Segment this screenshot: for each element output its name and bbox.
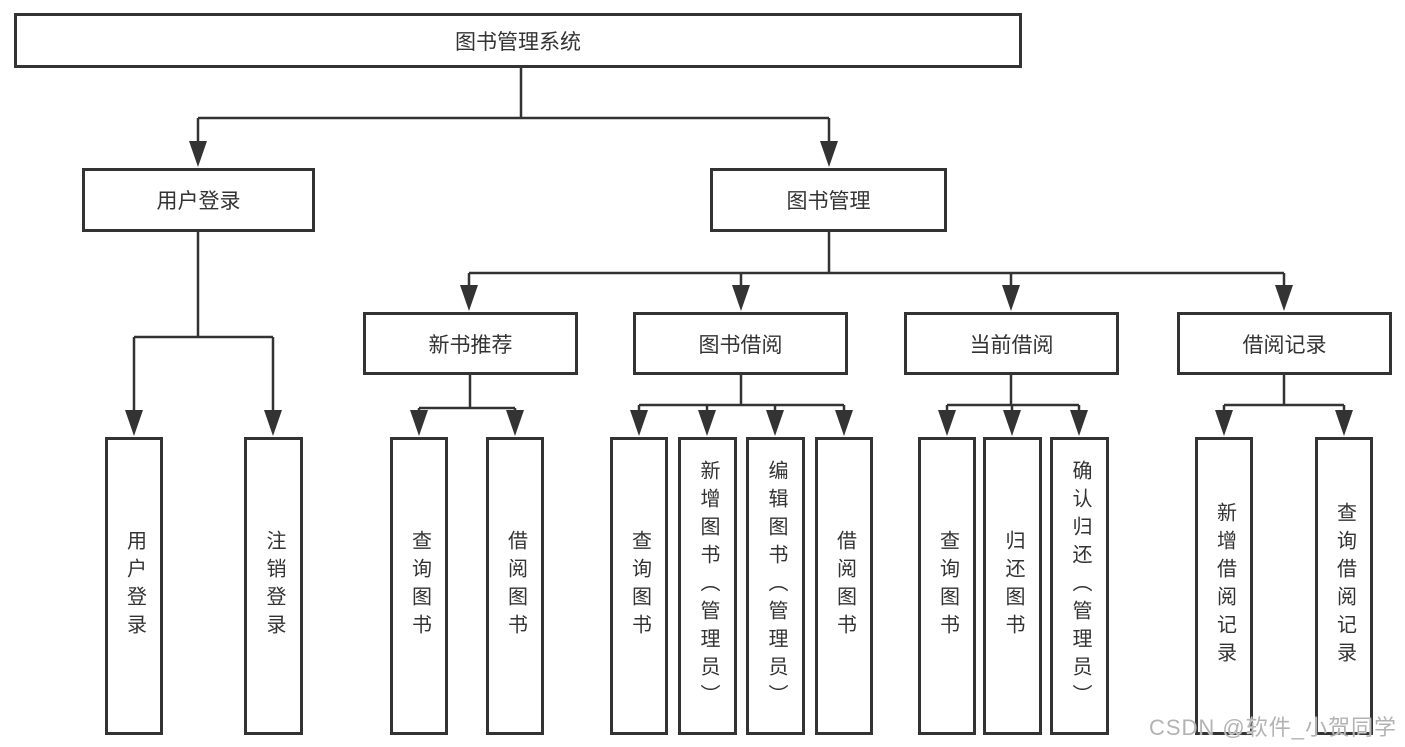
arrowhead — [460, 285, 478, 311]
leaf-query-books-recommend: 查询图书 — [390, 437, 448, 735]
leaf-query-borrow-record: 查询借阅记录 — [1315, 437, 1373, 735]
leaf-borrow-books-label: 借阅图书 — [833, 530, 856, 642]
connector-current-borrow-to-leaves — [945, 375, 1081, 414]
arrowhead — [506, 410, 524, 436]
leaf-query-books-recommend-label: 查询图书 — [408, 530, 431, 642]
leaf-add-book-admin: 新增图书（管理员） — [678, 437, 737, 735]
connector-root-to-level2 — [196, 68, 831, 144]
arrowhead — [1070, 410, 1088, 436]
leaf-query-books-borrow: 查询图书 — [610, 437, 668, 735]
leaf-logout-label: 注销登录 — [263, 530, 285, 642]
leaf-borrow-books: 借阅图书 — [815, 437, 873, 735]
node-new-book-recommend-label: 新书推荐 — [428, 333, 513, 357]
arrowhead — [835, 410, 853, 436]
csdn-watermark: CSDN @软件_小贺同学 — [1148, 715, 1397, 740]
node-borrow-records-label: 借阅记录 — [1242, 333, 1327, 357]
node-book-borrow: 图书借阅 — [633, 312, 848, 375]
leaf-borrow-books-recommend: 借阅图书 — [486, 437, 544, 735]
node-new-book-recommend: 新书推荐 — [363, 312, 578, 375]
arrowhead — [1215, 410, 1233, 436]
connector-borrow-records-to-leaves — [1222, 375, 1346, 414]
arrowhead — [820, 141, 838, 167]
leaf-logout: 注销登录 — [244, 437, 303, 735]
leaf-query-books-current: 查询图书 — [918, 437, 976, 735]
node-library-system: 图书管理系统 — [14, 13, 1022, 68]
arrowhead — [189, 141, 207, 167]
connector-new-book-rec-to-leaves — [417, 375, 517, 414]
connector-book-management-to-level3 — [467, 232, 1286, 289]
node-user-login-label: 用户登录 — [156, 190, 241, 213]
leaf-query-borrow-record-label: 查询借阅记录 — [1333, 502, 1356, 670]
arrowhead — [410, 410, 428, 436]
connector-book-borrow-to-leaves — [637, 375, 846, 414]
leaf-edit-book-admin-label: 编辑图书（管理员） — [765, 460, 787, 712]
leaf-borrow-books-recommend-label: 借阅图书 — [504, 530, 527, 642]
node-library-system-label: 图书管理系统 — [455, 30, 581, 54]
leaf-confirm-return-admin-label: 确认归还（管理员） — [1069, 460, 1091, 712]
node-book-management: 图书管理 — [710, 168, 947, 232]
leaf-query-books-borrow-label: 查询图书 — [628, 530, 651, 642]
leaf-user-login-label: 用户登录 — [123, 530, 146, 642]
arrowhead — [125, 410, 143, 436]
arrowhead — [1003, 410, 1021, 436]
leaf-return-book-label: 归还图书 — [1002, 530, 1024, 642]
leaf-add-book-admin-label: 新增图书（管理员） — [697, 460, 719, 712]
arrowhead — [1335, 410, 1353, 436]
arrowhead — [1002, 285, 1020, 311]
connector-user-login-to-leaves — [132, 232, 275, 414]
arrowhead — [938, 410, 956, 436]
node-user-login: 用户登录 — [82, 168, 315, 232]
leaf-edit-book-admin: 编辑图书（管理员） — [746, 437, 805, 735]
node-current-borrow: 当前借阅 — [904, 312, 1119, 375]
arrowhead — [264, 410, 282, 436]
leaf-user-login: 用户登录 — [105, 437, 163, 735]
node-book-management-label: 图书管理 — [786, 190, 871, 213]
node-current-borrow-label: 当前借阅 — [969, 333, 1054, 357]
arrowhead — [1275, 285, 1293, 311]
arrowhead — [698, 410, 716, 436]
node-borrow-records: 借阅记录 — [1177, 312, 1392, 375]
arrowheads — [125, 141, 1353, 436]
arrowhead — [766, 410, 784, 436]
leaf-query-books-current-label: 查询图书 — [936, 530, 959, 642]
leaf-add-borrow-record: 新增借阅记录 — [1195, 437, 1253, 735]
arrowhead — [630, 410, 648, 436]
arrowhead — [732, 285, 750, 311]
leaf-return-book: 归还图书 — [983, 437, 1042, 735]
leaf-confirm-return-admin: 确认归还（管理员） — [1050, 437, 1109, 735]
leaf-add-borrow-record-label: 新增借阅记录 — [1213, 502, 1236, 670]
node-book-borrow-label: 图书借阅 — [698, 333, 783, 357]
